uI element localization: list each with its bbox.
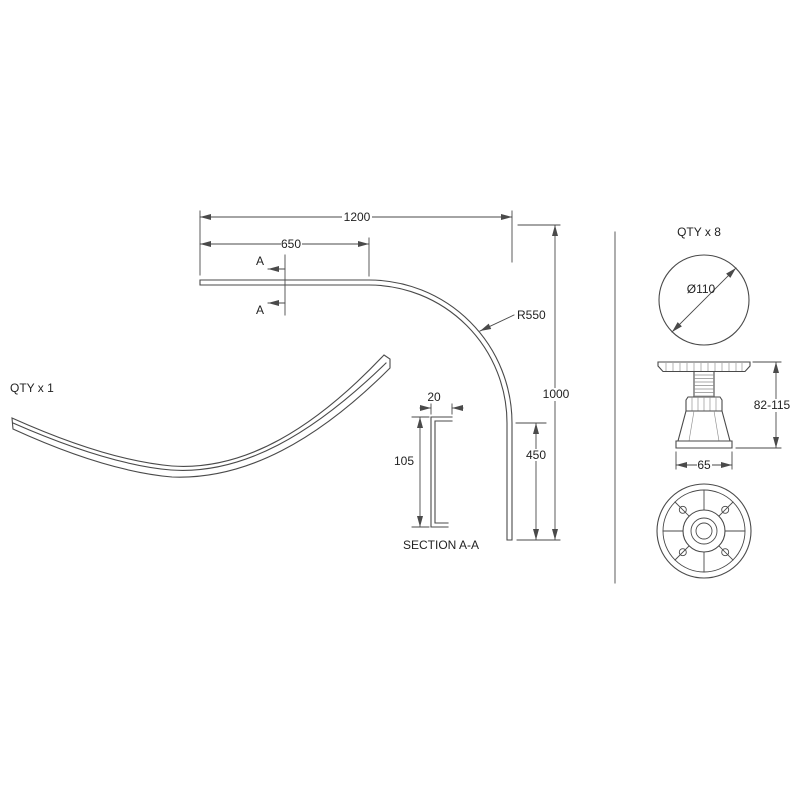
- dim-height-straight: 450: [515, 422, 547, 541]
- dim-width-straight-label: 650: [281, 237, 301, 251]
- dim-text-mask: [753, 399, 792, 412]
- perspective-view: QTY x 1: [10, 354, 391, 478]
- leader-line: [479, 314, 515, 332]
- dim-diameter-label: Ø110: [687, 282, 716, 296]
- bolt-hole: [678, 548, 687, 557]
- foot-top-plate: [657, 361, 751, 373]
- foot-bottom-view: [656, 483, 752, 579]
- foot-bottom-outer-circle: [656, 483, 752, 579]
- bolt-hole: [721, 505, 730, 514]
- section-detail: 20 105 SECTION A-A: [394, 390, 479, 552]
- dim-text-mask: [281, 238, 302, 250]
- extension-line: [430, 403, 453, 415]
- dim-width-straight: 650: [199, 237, 370, 277]
- plate-hatching: [665, 363, 743, 371]
- rib-spokes: [662, 489, 746, 573]
- qty-tray-label: QTY x 1: [10, 381, 54, 395]
- section-marker-letter-top: A: [256, 254, 264, 268]
- section-profile-inner: [434, 420, 453, 524]
- cone-ribs: [688, 410, 720, 442]
- dim-text-mask: [697, 459, 712, 471]
- plan-view: 1200 650 1000 450 R550: [199, 210, 571, 541]
- nut-knurling: [691, 397, 717, 411]
- dim-radius-label: R550: [517, 308, 546, 322]
- section-profile-outer: [430, 416, 453, 528]
- dim-section-height-label: 105: [394, 454, 414, 468]
- foot-top-view: Ø110: [658, 254, 750, 346]
- dim-lip-width: 20: [419, 390, 464, 415]
- dim-height-total: 1000: [516, 224, 571, 541]
- dim-text-mask: [542, 388, 571, 401]
- dim-text-mask: [526, 449, 547, 461]
- bolt-hole: [678, 505, 687, 514]
- foot-base: [675, 440, 733, 449]
- qty-feet-label: QTY x 8: [677, 225, 721, 239]
- dim-height-straight-label: 450: [526, 448, 546, 462]
- foot-side-view: 82-115 65: [657, 361, 792, 472]
- dim-section-height: 105: [394, 416, 430, 528]
- bolt-hole: [721, 548, 730, 557]
- dim-lip-width-label: 20: [427, 390, 441, 404]
- panel-perspective-outline: [11, 354, 391, 478]
- hub-center-hole: [695, 522, 713, 540]
- dim-foot-base-width-label: 65: [697, 458, 711, 472]
- dim-width-total: 1200: [199, 210, 513, 276]
- dim-text-mask: [342, 211, 372, 223]
- panel-top-edge-line: [12, 362, 387, 471]
- foot-cone: [677, 410, 731, 442]
- foot-top-circle: [658, 254, 750, 346]
- dim-width-total-label: 1200: [344, 210, 371, 224]
- section-marker-letter-bottom: A: [256, 303, 264, 317]
- diameter-line: [671, 267, 737, 333]
- dim-radius: R550: [479, 308, 546, 332]
- dim-foot-height: 82-115: [735, 361, 792, 449]
- dim-foot-base-width: 65: [675, 451, 733, 472]
- thread-lines: [694, 374, 714, 397]
- panel-plan-outline: [199, 279, 513, 541]
- section-cut-marker: A A: [256, 254, 286, 317]
- hub-middle-circle: [690, 517, 718, 545]
- dim-height-total-label: 1000: [543, 387, 570, 401]
- extension-line: [516, 224, 561, 541]
- extension-line: [411, 416, 430, 528]
- dim-foot-height-label: 82-115: [754, 398, 791, 412]
- section-title: SECTION A-A: [403, 538, 479, 552]
- feet-detail: QTY x 8 Ø110 82-115: [656, 225, 792, 579]
